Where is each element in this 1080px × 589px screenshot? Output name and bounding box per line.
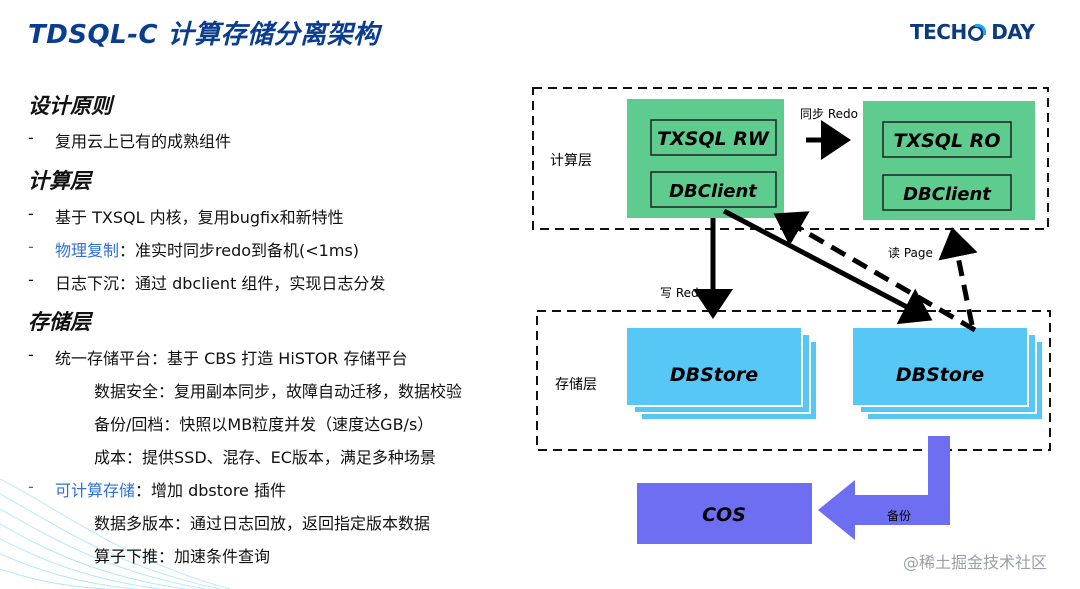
storage-sub-item: 算子下推：加速条件查询 — [94, 547, 271, 566]
logo-ring-icon — [967, 24, 986, 41]
dbstore-1-label: DBStore — [670, 364, 758, 386]
dbstore-2-node — [851, 326, 1029, 407]
write-redo-label: 写 Redo — [660, 286, 706, 300]
compute-layer-frame — [532, 87, 1049, 230]
dbstore-1-node — [625, 326, 803, 407]
logo-text-right: DAY — [991, 20, 1035, 44]
techo-day-logo: TECH DAY — [910, 20, 1035, 44]
cos-node — [637, 483, 812, 544]
sync-redo-label: 同步 Redo — [800, 107, 858, 121]
storage-layer-label: 存储层 — [555, 377, 597, 393]
accent-term-physical-replication: 物理复制 — [55, 241, 120, 260]
storage-item-1: 统一存储平台：基于 CBS 打造 HiSTOR 存储平台 — [55, 349, 408, 368]
storage-sub-item: 备份/回档：快照以MB粒度并发（速度达GB/s） — [94, 415, 434, 434]
dbstore-2-label: DBStore — [896, 364, 984, 386]
read-page-arrow-to-rw — [773, 211, 977, 333]
watermark-text: @稀土掘金技术社区 — [903, 553, 1048, 572]
accent-term-computable-storage: 可计算存储 — [55, 481, 136, 500]
ro-dbclient-label: DBClient — [903, 184, 992, 205]
storage-layer-frame — [536, 310, 1051, 451]
ro-dbclient-box — [882, 174, 1012, 211]
compute-item-1: 基于 TXSQL 内核，复用bugfix和新特性 — [55, 208, 344, 227]
principle-item: 复用云上已有的成熟组件 — [55, 132, 232, 151]
section-heading-principles: 设计原则 — [28, 94, 112, 118]
cos-label: COS — [702, 504, 746, 526]
rw-dbclient-label: DBClient — [669, 181, 758, 202]
txsql-ro-box — [882, 121, 1012, 158]
compute-item-2: 物理复制：准实时同步redo到备机(<1ms) — [55, 237, 359, 261]
storage-sub-item: 数据安全：复用副本同步，故障自动迁移，数据校验 — [94, 382, 463, 401]
storage-item-2: 可计算存储：增加 dbstore 插件 — [55, 477, 286, 501]
read-page-arrow-to-ro — [938, 227, 978, 326]
section-heading-compute: 计算层 — [28, 169, 91, 193]
storage-sub-item: 数据多版本：通过日志回放，返回指定版本数据 — [94, 514, 431, 533]
rw-dbclient-box — [650, 171, 777, 208]
txsql-ro-label: TXSQL RO — [894, 130, 1001, 152]
bullet-dash: - — [28, 128, 34, 147]
storage-sub-item: 成本：提供SSD、混存、EC版本，满足多种场景 — [94, 448, 436, 467]
read-page-label: 读 Page — [888, 246, 933, 260]
compute-item-2-text: ：准实时同步redo到备机(<1ms) — [119, 241, 360, 260]
txsql-rw-label: TXSQL RW — [657, 128, 770, 150]
storage-item-2-text: ：增加 dbstore 插件 — [135, 481, 286, 500]
backup-label: 备份 — [887, 509, 911, 523]
bullet-dash: - — [28, 477, 34, 496]
txsql-rw-box — [650, 119, 777, 156]
compute-item-3: 日志下沉：通过 dbclient 组件，实现日志分发 — [55, 274, 386, 293]
bullet-dash: - — [28, 345, 34, 364]
bullet-dash: - — [28, 270, 34, 289]
slide-title: TDSQL-C 计算存储分离架构 — [28, 20, 380, 50]
compute-layer-label: 计算层 — [550, 153, 592, 169]
rw-to-dbstore2-arrow — [722, 208, 933, 325]
bullet-dash: - — [28, 204, 34, 223]
logo-text-left: TECH — [910, 20, 967, 44]
section-heading-storage: 存储层 — [28, 310, 91, 334]
backup-arrow — [818, 436, 950, 540]
bullet-dash: - — [28, 237, 34, 256]
